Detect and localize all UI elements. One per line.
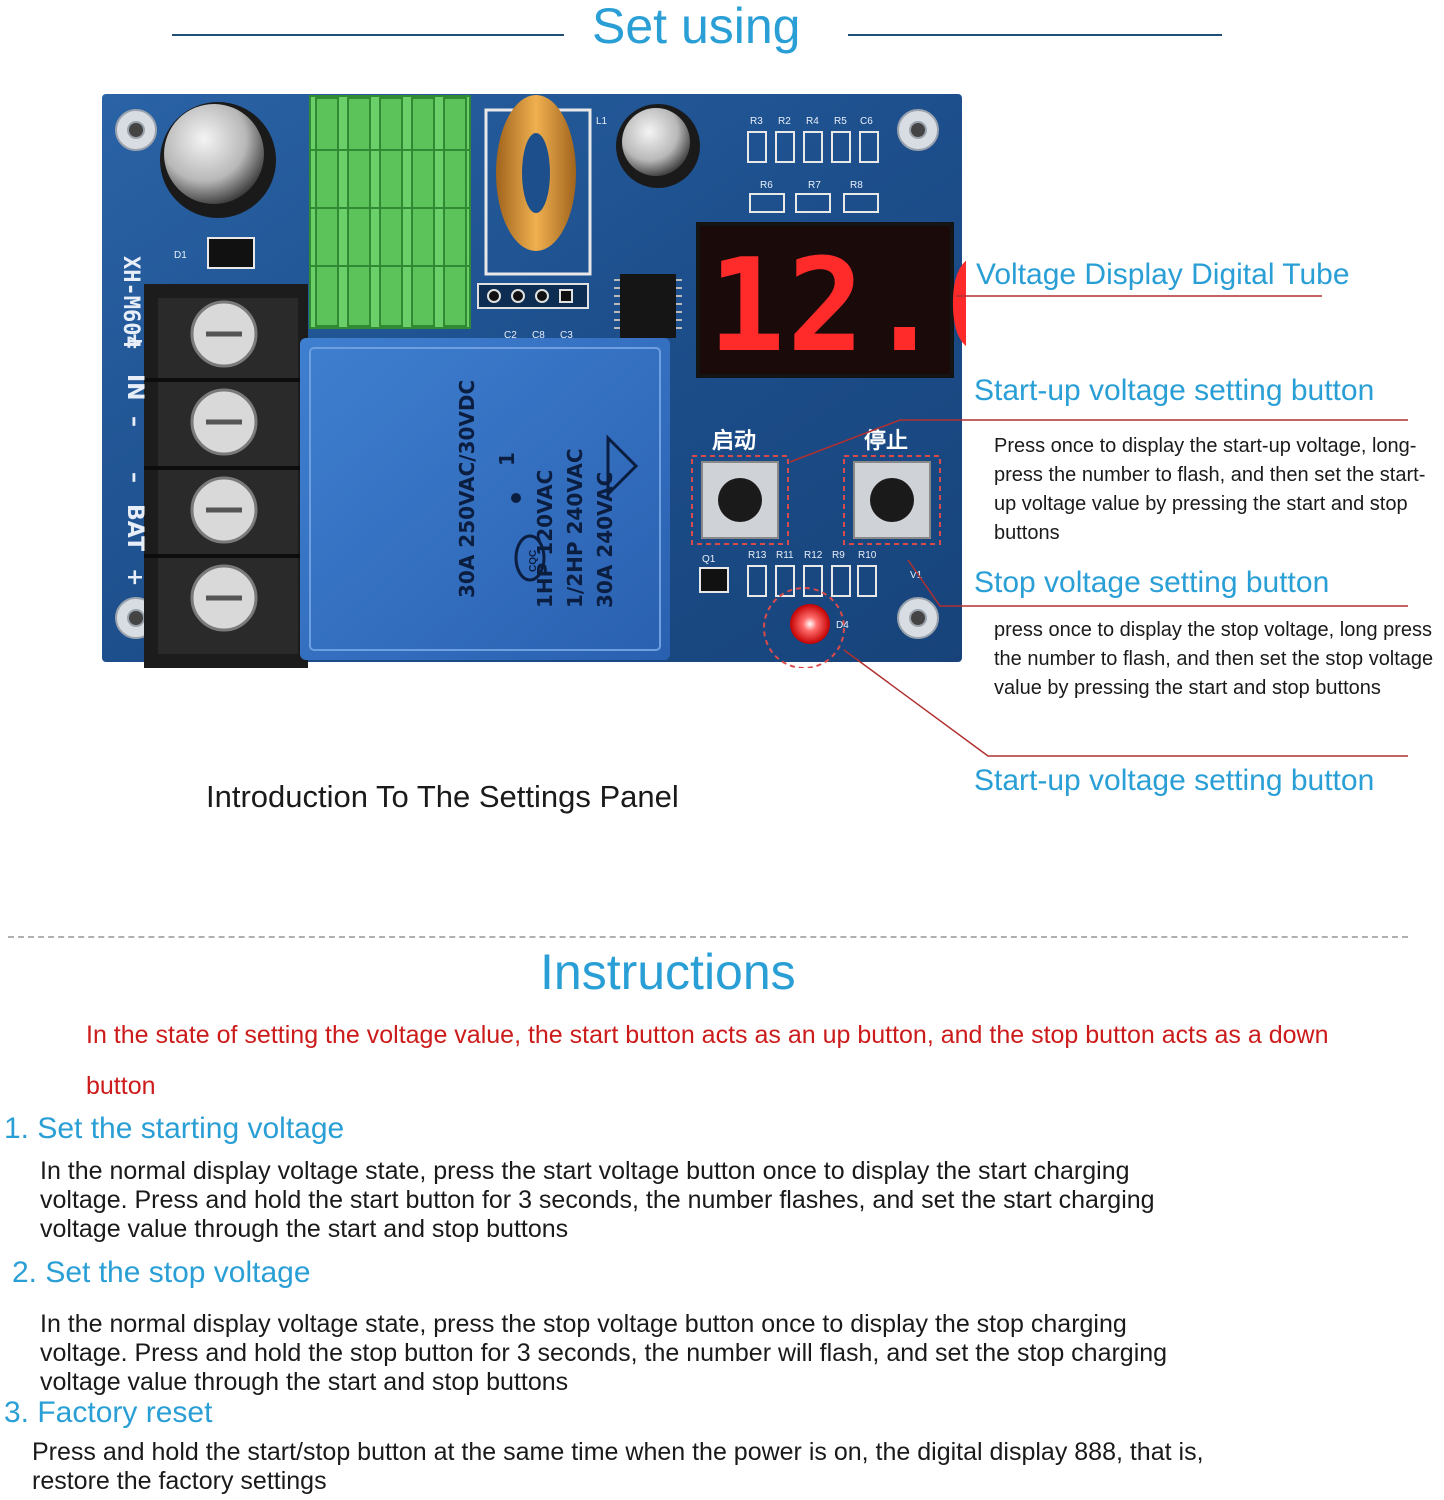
step-3-title: 3. Factory reset: [4, 1396, 213, 1429]
ic-chip: [614, 274, 682, 338]
step-2-body: In the normal display voltage state, pre…: [40, 1310, 1168, 1396]
terminal-block: [144, 284, 308, 668]
step-3-body: Press and hold the start/stop button at …: [32, 1438, 1204, 1495]
instructions-title: Instructions: [540, 944, 796, 1000]
callout-display-title: Voltage Display Digital Tube: [976, 258, 1350, 291]
display-digits: 12.0: [708, 232, 966, 381]
start-button-label: 启动: [712, 428, 756, 454]
relay-rating-3: 1/2HP 240VAC: [563, 448, 587, 608]
header-rule-right: [848, 34, 1222, 36]
label-r13: R13: [748, 550, 767, 561]
pin-header: [477, 283, 589, 309]
callout-startup-title: Start-up voltage setting button: [974, 374, 1375, 407]
relay-number: 1: [495, 452, 519, 466]
page-title: Set using: [592, 0, 801, 54]
stop-button[interactable]: [843, 455, 941, 545]
label-r5: R5: [834, 116, 847, 127]
voltage-display: 12.0: [696, 222, 966, 381]
label-l1: L1: [596, 116, 608, 127]
step-2-title: 2. Set the stop voltage: [12, 1256, 311, 1289]
inductor-coil: L1: [484, 95, 608, 276]
header-rule-left: [172, 34, 564, 36]
capacitor-small: [616, 104, 700, 188]
label-c8: C8: [532, 330, 545, 341]
instructions-note: In the state of setting the voltage valu…: [86, 1021, 1329, 1100]
callout-stop-desc: press once to display the stop voltage, …: [994, 619, 1434, 699]
label-d4: D4: [836, 620, 849, 631]
label-r12: R12: [804, 550, 823, 561]
section-divider: [8, 936, 1408, 938]
callout-startup-desc: Press once to display the start-up volta…: [994, 435, 1426, 544]
label-r7: R7: [808, 180, 821, 191]
label-r4: R4: [806, 116, 819, 127]
label-r8: R8: [850, 180, 863, 191]
step-1-body: In the normal display voltage state, pre…: [40, 1157, 1155, 1243]
label-c2: C2: [504, 330, 517, 341]
mounting-holes: [115, 109, 939, 639]
label-c3: C3: [560, 330, 573, 341]
label-r9: R9: [832, 550, 845, 561]
label-q1: Q1: [702, 554, 716, 565]
callout-led-title: Start-up voltage setting button: [974, 764, 1375, 797]
terminal-label-in: IN: [122, 374, 147, 401]
label-r6: R6: [760, 180, 773, 191]
relay-cqc-text: CQC: [528, 550, 539, 572]
start-button[interactable]: [691, 455, 789, 545]
cqc-mark: CQC: [514, 534, 546, 582]
label-d1: D1: [174, 250, 187, 261]
smd-row-top: R3 R2 R4 R5 C6: [747, 116, 879, 163]
terminal-label-minus-in: –: [122, 416, 147, 427]
capacitor-large: [160, 102, 276, 218]
terminal-label-plus-bat: +: [122, 568, 147, 586]
stop-button-label: 停止: [864, 428, 908, 454]
terminal-label-bat: BAT: [122, 504, 147, 551]
board-model-label: XH-M604: [118, 256, 143, 349]
warning-triangle-icon: [606, 434, 639, 498]
status-led: D4: [763, 587, 849, 668]
label-v1: V1: [910, 570, 923, 581]
callout-stop-title: Stop voltage setting button: [974, 566, 1330, 599]
label-r3: R3: [750, 116, 763, 127]
relay: 30A 250VAC/30VDC 1HP 120VAC 1/2HP 240VAC…: [300, 338, 670, 660]
label-c6: C6: [860, 116, 873, 127]
pcb-board-image: XH-M604 D1 L1: [102, 94, 966, 668]
label-r11: R11: [776, 550, 794, 561]
heatsink: [309, 95, 471, 329]
relay-rating-4: 30A 240VAC: [593, 472, 617, 608]
label-r2: R2: [778, 116, 791, 127]
terminal-label-minus-bat: –: [122, 472, 147, 483]
panel-caption: Introduction To The Settings Panel: [206, 779, 679, 814]
step-1-title: 1. Set the starting voltage: [4, 1112, 345, 1145]
label-r10: R10: [858, 550, 877, 561]
terminal-label-plus-in: +: [122, 332, 147, 350]
relay-rating-1: 30A 250VAC/30VDC: [455, 380, 479, 598]
smd-row-mid: R6 R7 R8: [749, 180, 879, 213]
